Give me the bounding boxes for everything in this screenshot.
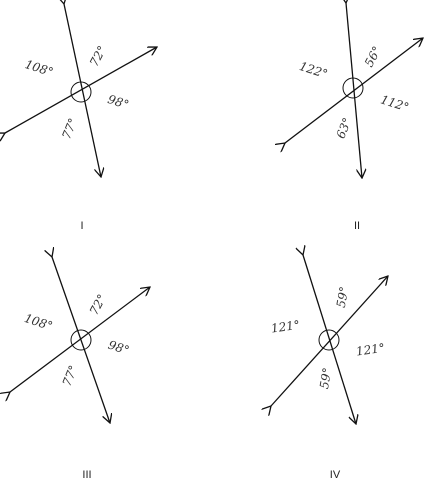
figure-3: 108° 72° 98° 77° III xyxy=(10,257,150,481)
line-b xyxy=(64,4,101,177)
line-b xyxy=(52,257,110,423)
angle-label-right: 121° xyxy=(355,341,386,359)
figure-2: 122° 56° 112° 63° II xyxy=(285,3,423,232)
figure-caption: IV xyxy=(330,469,341,481)
angle-arc xyxy=(70,81,92,103)
angle-label-right: 98° xyxy=(106,338,131,358)
angle-label-top: 72° xyxy=(87,43,109,68)
figure-caption: III xyxy=(82,469,91,481)
figure-1: 108° 72° 98° 77° I xyxy=(5,4,157,232)
angle-arc xyxy=(318,329,340,351)
angle-arc xyxy=(70,329,92,351)
figure-caption: I xyxy=(80,220,83,232)
angle-label-bottom: 77° xyxy=(59,116,80,141)
angle-label-right: 112° xyxy=(379,92,411,114)
line-a xyxy=(10,287,150,392)
figure-caption: II xyxy=(354,220,360,232)
angle-label-left: 122° xyxy=(298,59,330,81)
angle-label-top: 56° xyxy=(362,44,384,69)
angle-label-right: 98° xyxy=(106,92,131,112)
angle-label-left: 108° xyxy=(23,311,55,333)
angle-label-bottom: 63° xyxy=(334,116,355,141)
angle-label-top: 72° xyxy=(87,292,109,317)
angle-label-left: 108° xyxy=(23,57,55,79)
angle-label-left: 121° xyxy=(270,318,301,336)
line-b xyxy=(346,3,362,178)
figure-4: 121° 59° 121° 59° IV xyxy=(270,255,388,481)
angle-label-bottom: 77° xyxy=(60,363,81,388)
line-b xyxy=(303,255,356,424)
angle-label-top: 59° xyxy=(334,285,351,308)
angle-arc xyxy=(342,77,364,99)
angle-label-bottom: 59° xyxy=(317,367,334,390)
